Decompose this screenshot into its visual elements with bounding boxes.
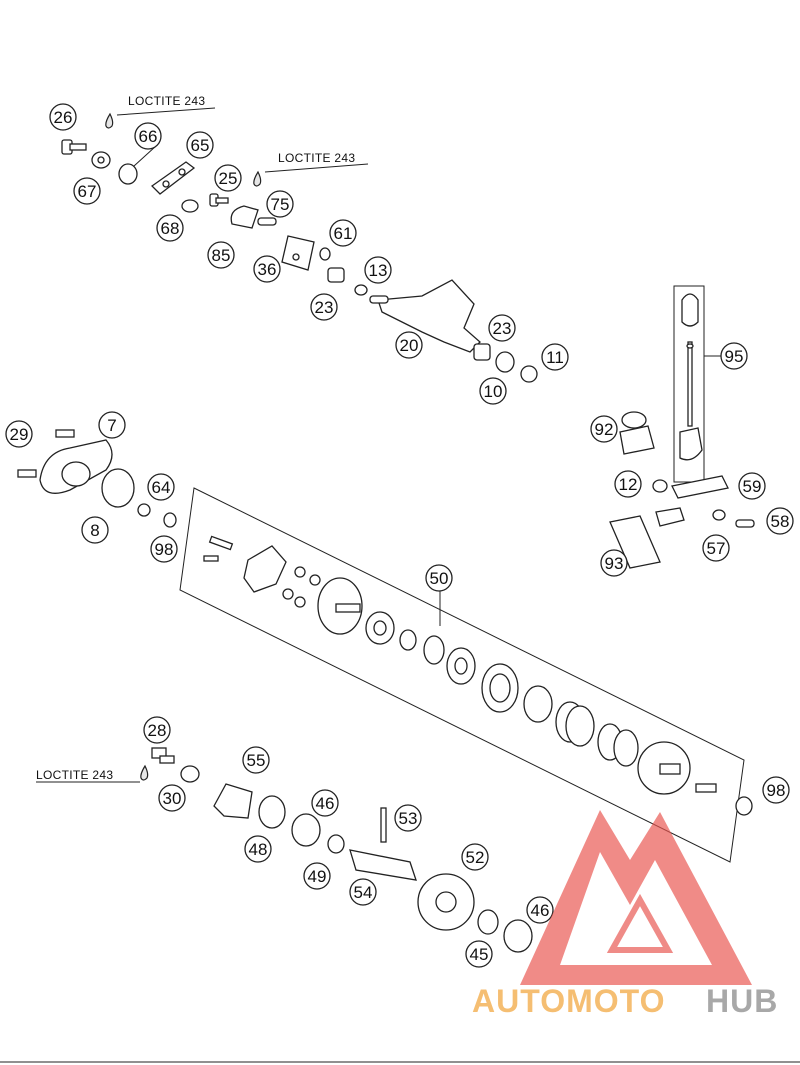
loctite-note: LOCTITE 243 — [36, 768, 113, 782]
callout-65: 65 — [186, 131, 214, 159]
watermark-logo: AUTOMOTO HUB — [472, 810, 778, 1019]
callout-98: 98 — [762, 776, 790, 804]
svg-text:67: 67 — [78, 182, 97, 201]
callout-50: 50 — [425, 564, 453, 592]
watermark-text-hub: HUB — [706, 983, 778, 1019]
svg-text:95: 95 — [725, 347, 744, 366]
upper-assembly — [61, 107, 538, 383]
svg-text:25: 25 — [219, 169, 238, 188]
svg-text:55: 55 — [247, 751, 266, 770]
callout-45: 45 — [465, 940, 493, 968]
callout-25: 25 — [214, 164, 242, 192]
svg-text:29: 29 — [10, 425, 29, 444]
callout-23: 23 — [488, 314, 516, 342]
callout-95: 95 — [720, 342, 748, 370]
svg-text:50: 50 — [430, 569, 449, 588]
svg-text:92: 92 — [595, 420, 614, 439]
callout-7: 7 — [98, 411, 126, 439]
callout-30: 30 — [158, 784, 186, 812]
callout-8: 8 — [81, 516, 109, 544]
callout-59: 59 — [738, 472, 766, 500]
callout-67: 67 — [73, 177, 101, 205]
svg-text:85: 85 — [212, 246, 231, 265]
svg-text:65: 65 — [191, 136, 210, 155]
callout-85: 85 — [207, 241, 235, 269]
callout-68: 68 — [156, 214, 184, 242]
svg-text:61: 61 — [334, 224, 353, 243]
svg-text:46: 46 — [316, 794, 335, 813]
svg-text:13: 13 — [369, 261, 388, 280]
callout-26: 26 — [49, 103, 77, 131]
svg-text:45: 45 — [470, 945, 489, 964]
callout-36: 36 — [253, 255, 281, 283]
svg-text:12: 12 — [619, 475, 638, 494]
svg-text:30: 30 — [163, 789, 182, 808]
svg-text:59: 59 — [743, 477, 762, 496]
loctite-note: LOCTITE 243 — [278, 151, 355, 165]
svg-text:26: 26 — [54, 108, 73, 127]
frame-assembly-50 — [179, 487, 745, 863]
control-rod-assembly — [609, 285, 755, 569]
svg-text:52: 52 — [466, 848, 485, 867]
loctite-drop-icon — [253, 170, 262, 187]
svg-text:20: 20 — [400, 336, 419, 355]
callout-93: 93 — [600, 549, 628, 577]
bolt-part — [61, 139, 87, 155]
callout-10: 10 — [479, 377, 507, 405]
loctite-drop-icon — [140, 764, 149, 781]
callout-13: 13 — [364, 256, 392, 284]
left-cover-assembly — [17, 429, 177, 528]
svg-text:36: 36 — [258, 260, 277, 279]
callout-54: 54 — [349, 878, 377, 906]
callout-12: 12 — [614, 470, 642, 498]
svg-text:53: 53 — [399, 809, 418, 828]
svg-text:46: 46 — [531, 901, 550, 920]
callout-61: 61 — [329, 219, 357, 247]
svg-text:7: 7 — [107, 416, 116, 435]
callout-52: 52 — [461, 843, 489, 871]
svg-text:93: 93 — [605, 554, 624, 573]
callout-48: 48 — [244, 835, 272, 863]
svg-text:28: 28 — [148, 721, 167, 740]
svg-text:49: 49 — [308, 867, 327, 886]
svg-text:23: 23 — [493, 319, 512, 338]
svg-text:57: 57 — [707, 539, 726, 558]
callout-11: 11 — [541, 343, 569, 371]
svg-text:75: 75 — [271, 195, 290, 214]
callout-23: 23 — [310, 293, 338, 321]
svg-text:48: 48 — [249, 840, 268, 859]
callout-28: 28 — [143, 716, 171, 744]
svg-text:23: 23 — [315, 298, 334, 317]
callout-53: 53 — [394, 804, 422, 832]
callout-49: 49 — [303, 862, 331, 890]
loctite-note: LOCTITE 243 — [128, 94, 205, 108]
svg-text:10: 10 — [484, 382, 503, 401]
callout-20: 20 — [395, 331, 423, 359]
callout-57: 57 — [702, 534, 730, 562]
svg-text:8: 8 — [90, 521, 99, 540]
callout-58: 58 — [766, 507, 794, 535]
svg-text:66: 66 — [139, 127, 158, 146]
watermark-text-auto: AUTOMOTO — [472, 983, 665, 1019]
callout-46: 46 — [526, 896, 554, 924]
svg-text:68: 68 — [161, 219, 180, 238]
lower-assembly — [36, 747, 753, 953]
svg-text:64: 64 — [152, 478, 171, 497]
svg-text:98: 98 — [767, 781, 786, 800]
callout-98: 98 — [150, 535, 178, 563]
callout-64: 64 — [147, 473, 175, 501]
svg-text:58: 58 — [771, 512, 790, 531]
callout-66: 66 — [134, 122, 162, 150]
watermark-triangle-icon — [520, 810, 752, 985]
callout-92: 92 — [590, 415, 618, 443]
callout-29: 29 — [5, 420, 33, 448]
svg-text:98: 98 — [155, 540, 174, 559]
svg-text:54: 54 — [354, 883, 373, 902]
callout-55: 55 — [242, 746, 270, 774]
loctite-drop-icon — [105, 112, 114, 129]
svg-text:11: 11 — [546, 348, 564, 367]
callout-46: 46 — [311, 789, 339, 817]
callout-75: 75 — [266, 190, 294, 218]
